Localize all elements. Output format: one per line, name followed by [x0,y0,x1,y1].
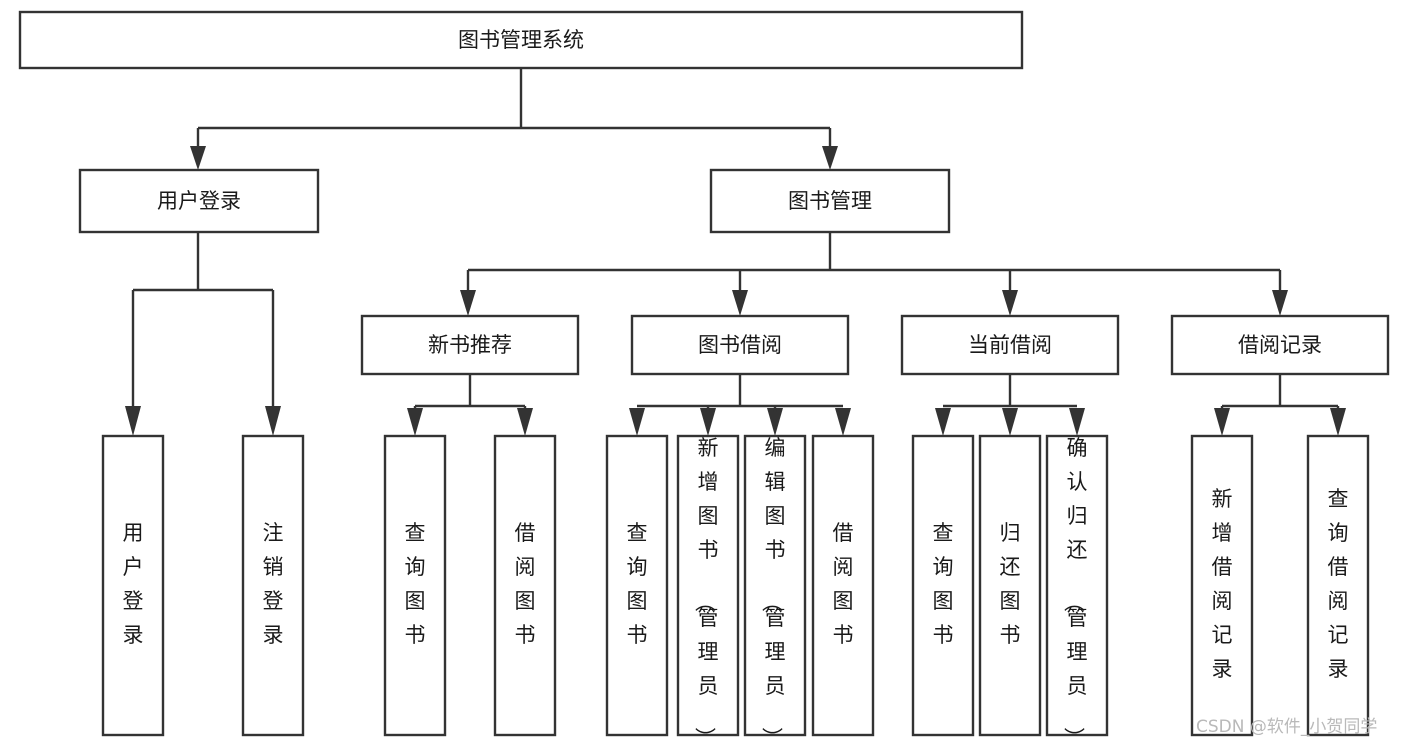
node-new-book-recommend[interactable]: 新书推荐 [360,314,580,376]
arrow-borrow-record [1272,290,1288,316]
node-new-book-recommend-box[interactable] [360,314,580,376]
leaf-add-book-admin-label: 新增图书（管理员） [693,436,719,747]
arrow-current-borrow [1002,290,1018,316]
root-node[interactable]: 图书管理系统 [18,10,1024,70]
node-current-borrow-label: 当前借阅 [968,333,1052,357]
leaf-user-logout[interactable]: 注销登录 [241,434,305,737]
node-new-book-recommend-label: 新书推荐 [428,333,512,357]
arrow-book-management [822,146,838,170]
leaf-borrow-book-2[interactable]: 借阅图书 [811,434,875,737]
node-book-management-box[interactable] [709,168,951,234]
node-book-borrow-box[interactable] [630,314,850,376]
leaf-borrow-book-1[interactable]: 借阅图书 [493,434,557,737]
node-user-login-label: 用户登录 [157,189,241,213]
node-user-login[interactable]: 用户登录 [78,168,320,234]
leaf-query-book-1-box[interactable] [383,434,447,737]
leaf-query-book-3[interactable]: 查询图书 [911,434,975,737]
leaf-query-book-3-box[interactable] [911,434,975,737]
leaf-edit-book-admin-box[interactable] [743,434,807,737]
leaf-user-logout-label: 注销登录 [263,521,284,647]
arrow-leaf-borrow-book-1 [517,408,533,436]
leaf-user-login[interactable]: 用户登录 [101,434,165,737]
leaf-add-borrow-record[interactable]: 新增借阅记录 [1190,434,1254,737]
arrow-leaf-query-book-2 [629,408,645,436]
arrow-book-borrow [732,290,748,316]
leaf-return-book-box[interactable] [978,434,1042,737]
leaf-edit-book-admin-label: 编辑图书（管理员） [760,436,786,747]
leaf-query-book-3-label: 查询图书 [933,521,954,647]
node-book-borrow-label: 图书借阅 [698,333,782,357]
leaf-return-book[interactable]: 归还图书 [978,434,1042,737]
node-book-borrow[interactable]: 图书借阅 [630,314,850,376]
edges-layer [125,68,1346,436]
arrow-leaf-borrow-book-2 [835,408,851,436]
leaf-user-login-box[interactable] [101,434,165,737]
leaf-return-book-label: 归还图书 [1000,521,1021,647]
leaf-borrow-book-1-label: 借阅图书 [515,521,536,647]
node-current-borrow-box[interactable] [900,314,1120,376]
leaf-add-borrow-record-label: 新增借阅记录 [1212,487,1233,681]
arrow-leaf-query-book-1 [407,408,423,436]
leaf-confirm-return-admin-box[interactable] [1045,434,1109,737]
arrow-leaf-user-logout [265,406,281,436]
csdn-watermark: CSDN @软件_小贺同学 [1196,717,1377,737]
leaf-add-borrow-record-box[interactable] [1190,434,1254,737]
node-book-management[interactable]: 图书管理 [709,168,951,234]
leaf-add-book-admin[interactable]: 新增图书（管理员） [676,434,740,747]
leaf-borrow-book-1-box[interactable] [493,434,557,737]
arrow-leaf-confirm-return-admin [1069,408,1085,436]
arrow-leaf-edit-book-admin [767,408,783,436]
node-current-borrow[interactable]: 当前借阅 [900,314,1120,376]
leaf-query-borrow-record[interactable]: 查询借阅记录 [1306,434,1370,737]
arrow-leaf-add-borrow-record [1214,408,1230,436]
node-borrow-record[interactable]: 借阅记录 [1170,314,1390,376]
root-node-label: 图书管理系统 [458,28,584,52]
arrow-leaf-query-book-3 [935,408,951,436]
node-borrow-record-label: 借阅记录 [1238,333,1322,357]
leaf-confirm-return-admin[interactable]: 确认归还（管理员） [1045,434,1109,747]
leaf-query-book-2-box[interactable] [605,434,669,737]
arrow-leaf-return-book [1002,408,1018,436]
leaf-query-borrow-record-label: 查询借阅记录 [1328,487,1349,681]
leaf-query-book-2-label: 查询图书 [627,521,648,647]
leaf-borrow-book-2-label: 借阅图书 [833,521,854,647]
arrow-leaf-user-login [125,406,141,436]
leaf-query-borrow-record-box[interactable] [1306,434,1370,737]
leaf-user-login-label: 用户登录 [123,521,144,647]
node-book-management-label: 图书管理 [788,189,872,213]
node-user-login-box[interactable] [78,168,320,234]
leaf-user-logout-box[interactable] [241,434,305,737]
leaf-query-book-2[interactable]: 查询图书 [605,434,669,737]
leaf-add-book-admin-box[interactable] [676,434,740,737]
leaf-borrow-book-2-box[interactable] [811,434,875,737]
leaf-edit-book-admin[interactable]: 编辑图书（管理员） [743,434,807,747]
arrow-new-book [460,290,476,316]
leaf-query-book-1[interactable]: 查询图书 [383,434,447,737]
leaf-confirm-return-admin-label: 确认归还（管理员） [1062,436,1088,747]
arrow-leaf-add-book-admin [700,408,716,436]
root-node-box[interactable] [18,10,1024,70]
arrow-leaf-query-borrow-record [1330,408,1346,436]
node-borrow-record-box[interactable] [1170,314,1390,376]
leaf-query-book-1-label: 查询图书 [405,521,426,647]
arrow-user-login [190,146,206,170]
